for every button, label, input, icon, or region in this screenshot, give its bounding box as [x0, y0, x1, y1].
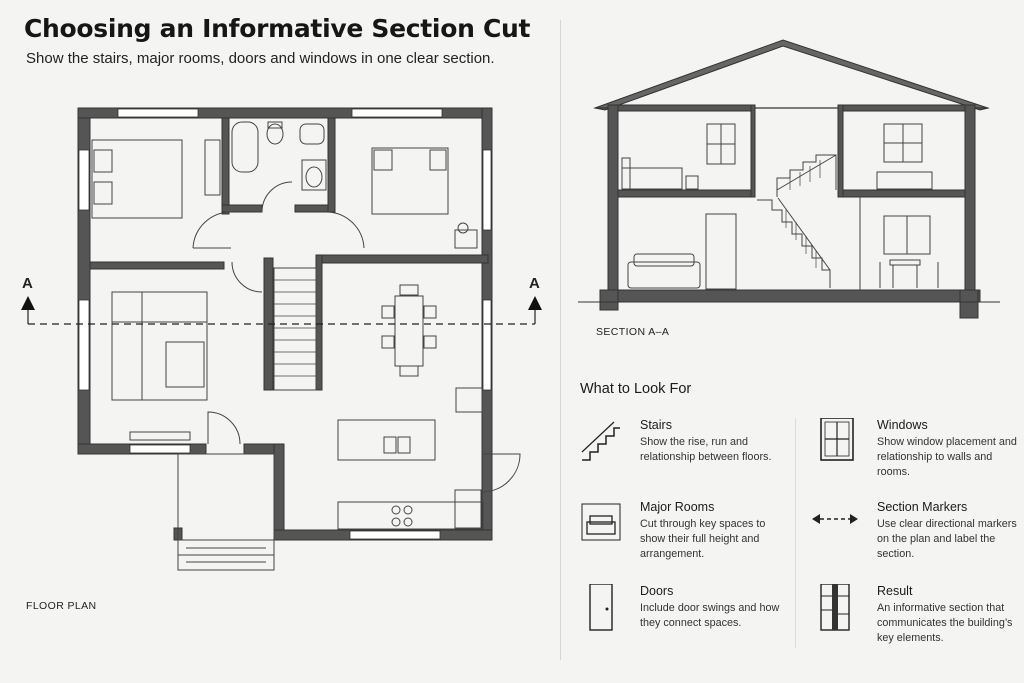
legend-item-section-markers: Section Markers Use clear directional ma… [810, 500, 1020, 560]
legend-item-desc: An informative section that communicates… [877, 602, 1013, 644]
double-arrow-icon [812, 514, 858, 524]
door-icon [589, 584, 613, 631]
legend-item-desc: Show window placement and relationship t… [877, 436, 1017, 478]
legend-item-major-rooms: Major Rooms Cut through key spaces to sh… [580, 500, 790, 560]
floor-plan-caption: FLOOR PLAN [26, 600, 97, 612]
legend-column-divider [795, 418, 796, 648]
legend-item-windows: Windows Show window placement and relati… [817, 418, 1024, 478]
legend-item-desc: Show the rise, run and relationship betw… [640, 436, 772, 463]
legend-item-title: Major Rooms [640, 500, 715, 514]
legend-item-desc: Use clear directional markers on the pla… [877, 518, 1017, 560]
legend-item-title: Doors [640, 584, 674, 598]
column-divider [560, 20, 561, 660]
page-subtitle: Show the stairs, major rooms, doors and … [26, 50, 495, 67]
legend-item-title: Result [877, 584, 913, 598]
legend-item-title: Section Markers [877, 500, 968, 514]
stairs-icon [581, 421, 620, 461]
result-section-icon [820, 584, 850, 631]
legend-item-doors: Doors Include door swings and how they c… [580, 584, 790, 639]
section-marker-right-label: A [529, 275, 540, 292]
legend-item-stairs: Stairs Show the rise, run and relationsh… [580, 418, 790, 473]
sofa-icon [581, 503, 621, 541]
legend-item-result: Result An informative section that commu… [817, 584, 1024, 644]
legend-item-title: Windows [877, 418, 928, 432]
floor-plan-drawing [21, 107, 542, 571]
legend-item-title: Stairs [640, 418, 672, 432]
section-marker-left-label: A [22, 275, 33, 292]
page-title: Choosing an Informative Section Cut [24, 14, 531, 43]
section-caption: SECTION A–A [596, 326, 670, 338]
legend-item-desc: Cut through key spaces to show their ful… [640, 518, 766, 560]
window-icon [820, 418, 854, 461]
legend-item-desc: Include door swings and how they connect… [640, 602, 780, 629]
legend-title: What to Look For [580, 381, 692, 397]
